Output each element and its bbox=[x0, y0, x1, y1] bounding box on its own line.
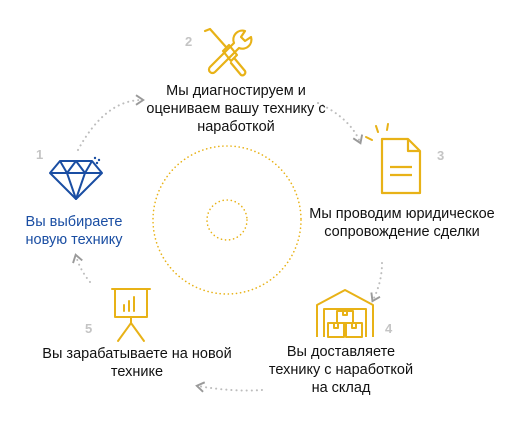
step-number-5: 5 bbox=[85, 321, 93, 336]
step-number-2: 2 bbox=[185, 34, 193, 49]
presentation-icon bbox=[111, 288, 151, 342]
arrow-3-to-4 bbox=[370, 262, 383, 303]
step-number-1: 1 bbox=[36, 147, 44, 162]
arrow-4-to-5 bbox=[195, 381, 263, 393]
step-label-4: Вы доставляете технику с наработкой на с… bbox=[268, 344, 414, 396]
center-rings bbox=[152, 145, 302, 295]
step-label-3: Мы проводим юридическое сопровождение сд… bbox=[309, 206, 495, 240]
step-label-1: Вы выбираете новую технику bbox=[25, 214, 123, 248]
step-number-3: 3 bbox=[437, 148, 445, 163]
step-label-2: Мы диагностируем и оцениваем вашу техник… bbox=[146, 83, 326, 135]
diamond-icon bbox=[49, 156, 103, 200]
step-number-4: 4 bbox=[385, 321, 393, 336]
arrow-2-to-3 bbox=[317, 102, 364, 145]
tools-icon bbox=[203, 27, 253, 77]
warehouse-icon bbox=[316, 289, 374, 338]
document-icon bbox=[365, 123, 422, 195]
arrow-5-to-1 bbox=[72, 253, 91, 283]
arrow-1-to-2 bbox=[77, 94, 145, 151]
step-label-5: Вы зарабатываете на новой технике bbox=[42, 346, 232, 380]
